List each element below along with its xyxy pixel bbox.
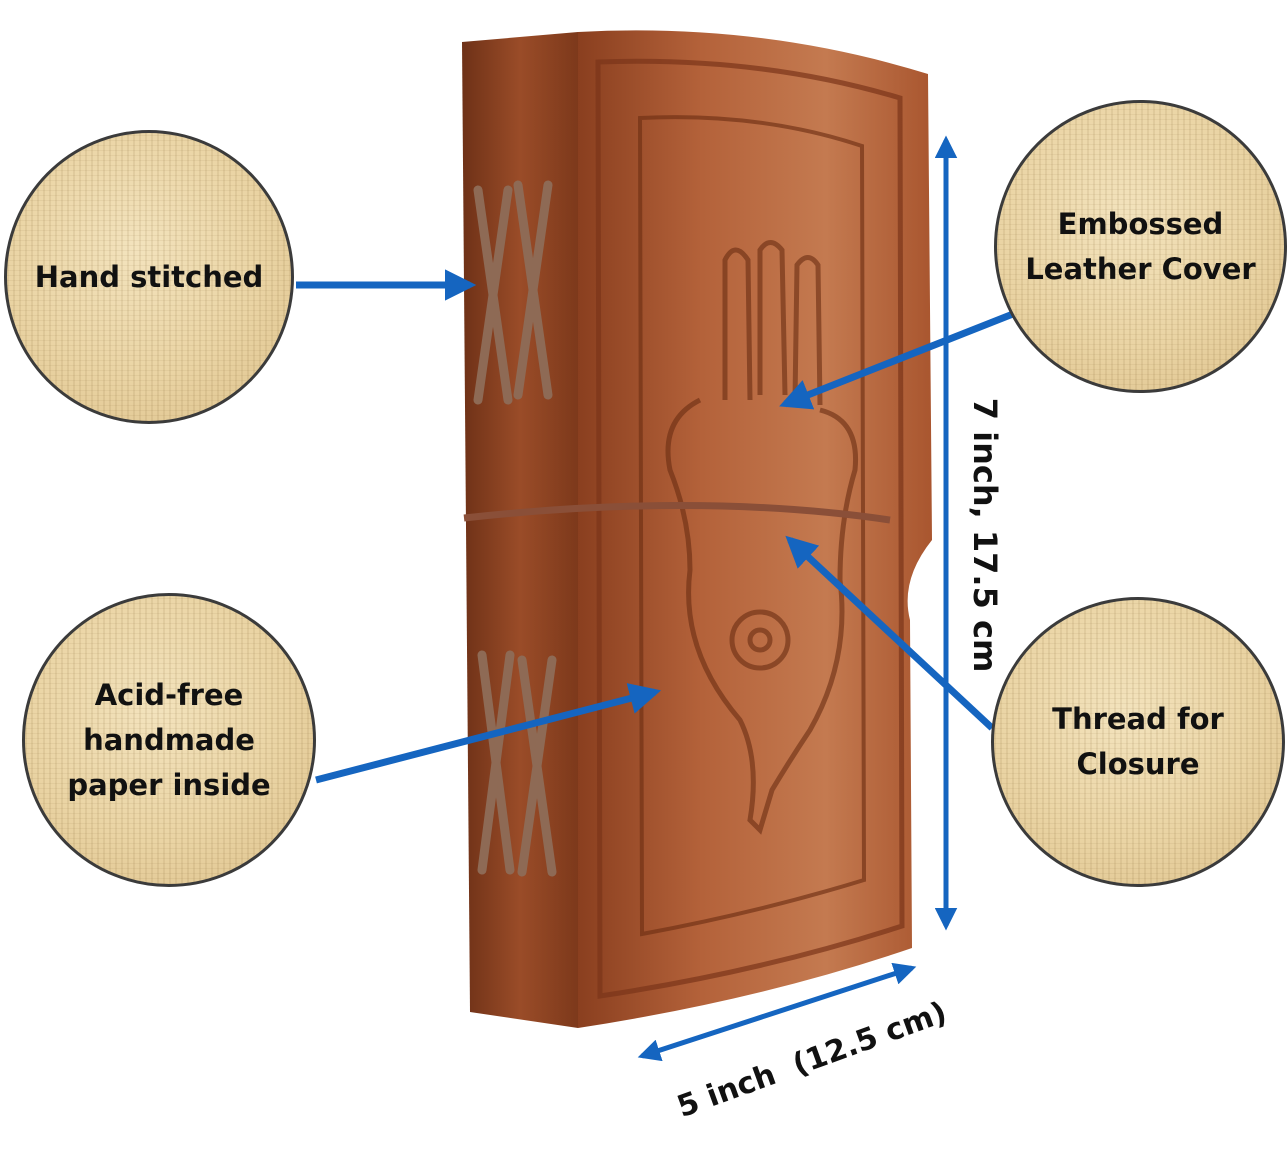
arrow-acid-free [315,683,662,784]
arrow-width-dimension [637,962,917,1062]
arrow-thread [785,535,995,731]
cover-inner-border [637,115,867,937]
callout-acid-free-paper: Acid-free handmade paper inside [22,593,316,887]
journal [462,30,932,1029]
callout-hand-stitched-label: Hand stitched [34,259,264,294]
callout-acid-free-label: Acid-free handmade paper inside [67,677,271,802]
arrow-embossed [779,308,1020,410]
callout-embossed-label: Embossed Leather Cover [1025,206,1256,286]
spine-stitching [473,180,557,877]
callout-hand-stitched: Hand stitched [4,130,294,424]
callout-embossed-cover: Embossed Leather Cover [994,100,1287,393]
journal-cover [578,30,932,1029]
callout-thread-closure: Thread for Closure [991,597,1285,887]
callout-arrows [296,135,1020,1062]
closure-thread [463,501,891,524]
callout-thread-label: Thread for Closure [1052,702,1224,781]
height-dimension-label: 7 inch, 17.5 cm [966,397,1004,673]
